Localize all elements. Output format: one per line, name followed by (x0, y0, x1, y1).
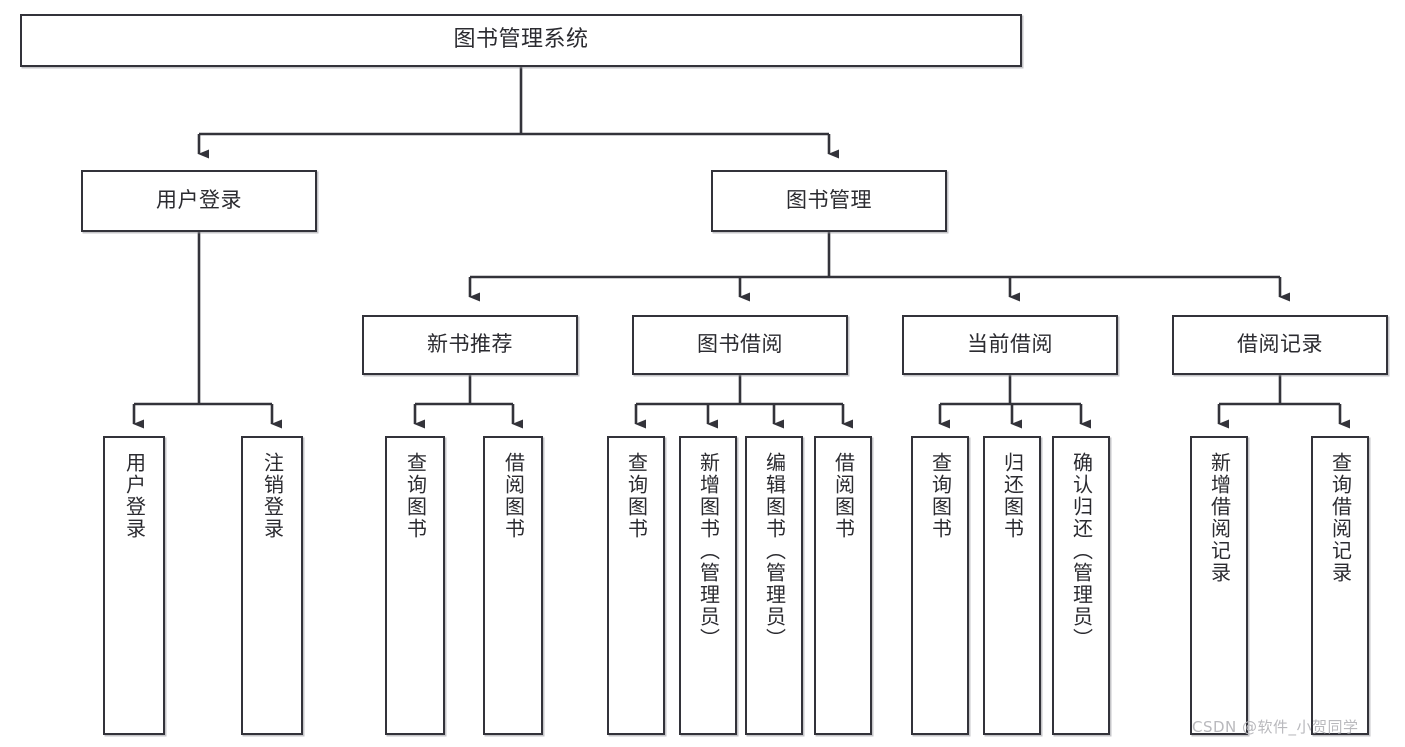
node-leaf-query-record-label: 查询借阅记录 (1328, 452, 1353, 584)
node-leaf-logout[interactable]: 注销登录 (241, 436, 303, 735)
node-leaf-confirm-return-label: 确认归还（管理员） (1069, 452, 1094, 650)
node-leaf-query-book-1-label: 查询图书 (403, 452, 428, 540)
node-new-book-recommend[interactable]: 新书推荐 (362, 315, 578, 375)
node-leaf-edit-book[interactable]: 编辑图书（管理员） (745, 436, 803, 735)
node-leaf-borrow-book-2-label: 借阅图书 (831, 452, 856, 540)
node-book-borrow[interactable]: 图书借阅 (632, 315, 848, 375)
node-root-system-label: 图书管理系统 (453, 27, 589, 53)
node-leaf-query-record[interactable]: 查询借阅记录 (1311, 436, 1369, 735)
node-borrow-record-label: 借阅记录 (1237, 332, 1323, 357)
node-leaf-confirm-return[interactable]: 确认归还（管理员） (1052, 436, 1110, 735)
node-leaf-user-login-label: 用户登录 (122, 452, 147, 540)
node-book-borrow-label: 图书借阅 (697, 332, 783, 357)
node-leaf-borrow-book-1[interactable]: 借阅图书 (483, 436, 543, 735)
node-user-login-label: 用户登录 (156, 188, 242, 213)
node-user-login[interactable]: 用户登录 (81, 170, 317, 232)
node-leaf-query-book-2[interactable]: 查询图书 (607, 436, 665, 735)
node-leaf-query-book-2-label: 查询图书 (624, 452, 649, 540)
node-new-book-recommend-label: 新书推荐 (427, 332, 513, 357)
node-leaf-query-book-3-label: 查询图书 (928, 452, 953, 540)
node-leaf-return-book[interactable]: 归还图书 (983, 436, 1041, 735)
node-leaf-add-book-label: 新增图书（管理员） (696, 452, 721, 650)
node-leaf-borrow-book-1-label: 借阅图书 (501, 452, 526, 540)
node-current-borrow[interactable]: 当前借阅 (902, 315, 1118, 375)
node-current-borrow-label: 当前借阅 (967, 332, 1053, 357)
node-root-system[interactable]: 图书管理系统 (20, 14, 1022, 67)
node-leaf-add-record[interactable]: 新增借阅记录 (1190, 436, 1248, 735)
node-leaf-add-record-label: 新增借阅记录 (1207, 452, 1232, 584)
node-leaf-borrow-book-2[interactable]: 借阅图书 (814, 436, 872, 735)
node-leaf-user-login[interactable]: 用户登录 (103, 436, 165, 735)
node-borrow-record[interactable]: 借阅记录 (1172, 315, 1388, 375)
node-book-manage[interactable]: 图书管理 (711, 170, 947, 232)
node-leaf-query-book-3[interactable]: 查询图书 (911, 436, 969, 735)
node-leaf-edit-book-label: 编辑图书（管理员） (762, 452, 787, 650)
node-leaf-return-book-label: 归还图书 (1000, 452, 1025, 540)
node-leaf-add-book[interactable]: 新增图书（管理员） (679, 436, 737, 735)
csdn-watermark: CSDN @软件_小贺同学 (1192, 718, 1359, 736)
node-leaf-logout-label: 注销登录 (260, 452, 285, 540)
node-book-manage-label: 图书管理 (786, 188, 872, 213)
node-leaf-query-book-1[interactable]: 查询图书 (385, 436, 445, 735)
